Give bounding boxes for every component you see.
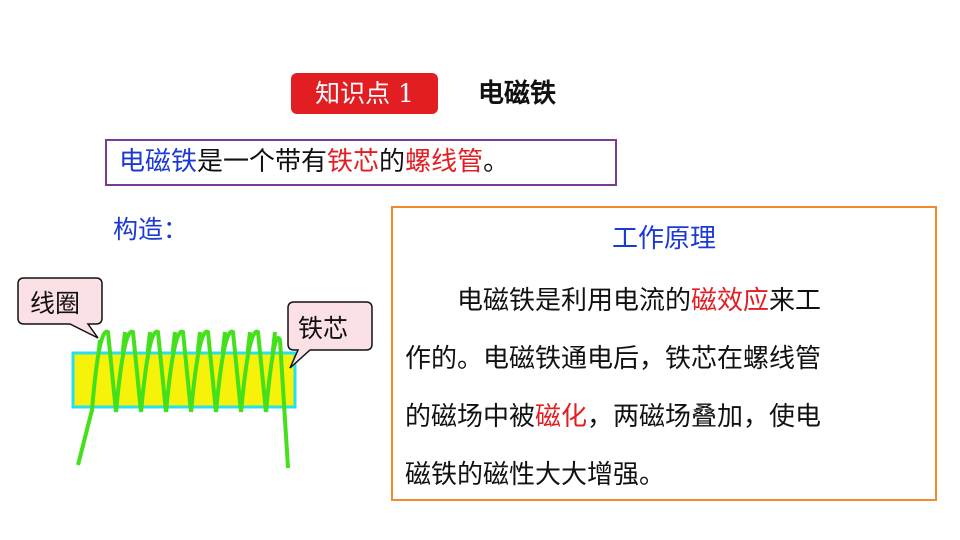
principle-line-1b: 磁效应 — [691, 286, 770, 316]
definition-text-2: 的 — [379, 147, 406, 177]
principle-title: 工作原理 — [611, 224, 716, 254]
principle-box: 工作原理 电磁铁是利用电流的磁效应来工 作的。电磁铁通电后，铁芯在螺线管 的磁场… — [391, 206, 937, 501]
principle-line-2: 作的。电磁铁通电后，铁芯在螺线管 — [405, 344, 822, 374]
coil-label: 线圈 — [30, 289, 80, 318]
principle-line-4: 磁铁的磁性大大增强。 — [405, 460, 666, 490]
principle-body: 电磁铁是利用电流的磁效应来工 作的。电磁铁通电后，铁芯在螺线管 的磁场中被磁化，… — [405, 272, 921, 504]
definition-term: 电磁铁 — [119, 147, 198, 177]
principle-line-3c: ，两磁场叠加，使电 — [587, 402, 822, 432]
definition-solenoid: 螺线管 — [405, 147, 484, 177]
definition-core: 铁芯 — [327, 147, 380, 177]
coil-callout: 线圈 — [17, 277, 103, 339]
principle-line-1c: 来工 — [769, 286, 822, 316]
core-callout: 铁芯 — [287, 301, 373, 369]
topic-badge: 知识点 1 — [291, 73, 438, 114]
core-label: 铁芯 — [298, 314, 348, 343]
principle-line-1: 电磁铁是利用电流的磁效应来工 — [405, 272, 921, 330]
definition-end: 。 — [483, 147, 510, 177]
principle-line-3a: 的磁场中被 — [405, 402, 536, 432]
principle-line-3b: 磁化 — [535, 402, 588, 432]
definition-box: 电磁铁是一个带有铁芯的螺线管。 — [105, 139, 617, 186]
principle-line-3: 的磁场中被磁化，两磁场叠加，使电 — [405, 388, 921, 446]
page-title: 电磁铁 — [478, 79, 557, 109]
structure-label: 构造： — [113, 215, 189, 244]
coil-front — [76, 329, 290, 469]
electromagnet-diagram: 线圈 铁芯 — [17, 277, 373, 469]
definition-text-1: 是一个带有 — [197, 147, 328, 177]
principle-line-1a: 电磁铁是利用电流的 — [457, 286, 692, 316]
